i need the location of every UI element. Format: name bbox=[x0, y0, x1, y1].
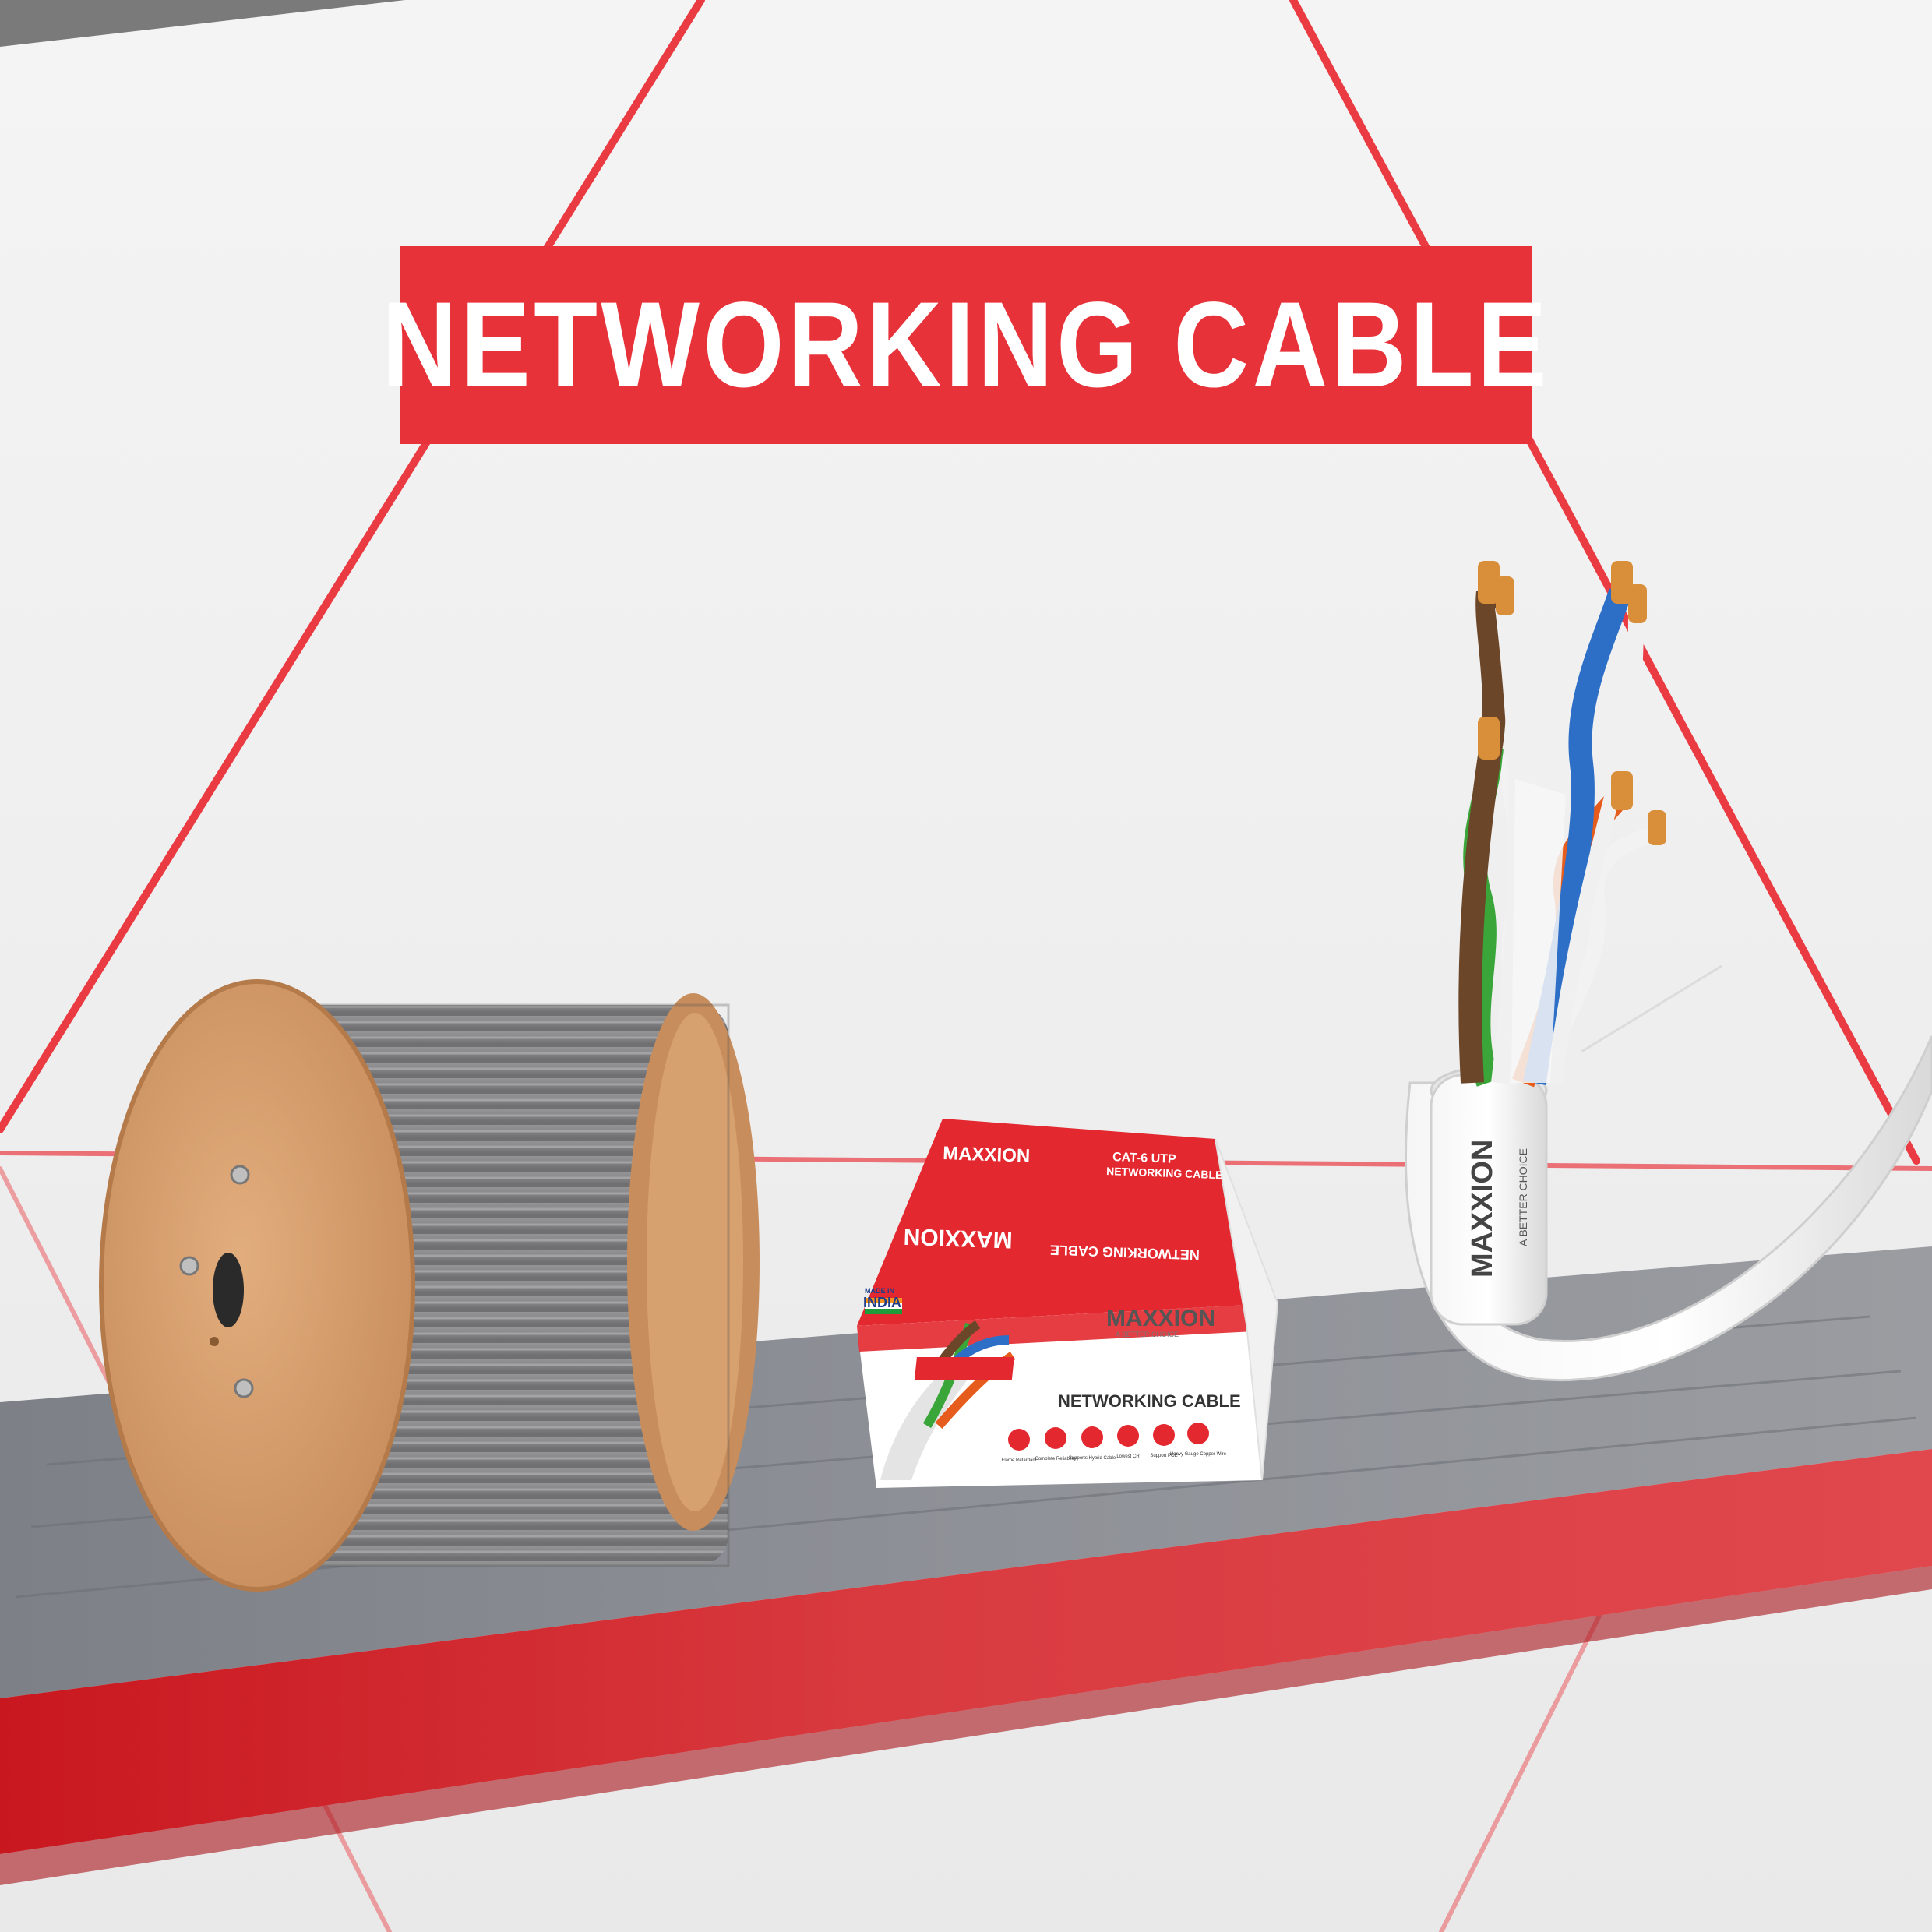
box-top-name: NETWORKING CABLE bbox=[1106, 1165, 1223, 1181]
shelf-front bbox=[0, 1449, 1932, 1854]
feature-copper: Heavy Gauge Copper Wire bbox=[1170, 1452, 1227, 1457]
feature-hybrid: Supports Hybrid Cable bbox=[1069, 1456, 1116, 1461]
title-banner-bg bbox=[400, 246, 1532, 444]
page-title: NETWORKING CABLE bbox=[382, 277, 1550, 413]
cable-end bbox=[1404, 561, 1932, 1381]
feature-poe: Support POE bbox=[1150, 1454, 1177, 1458]
cable-spool bbox=[99, 979, 760, 1592]
corner-shadow bbox=[0, 0, 405, 47]
box-made-in: MADE IN bbox=[865, 1287, 894, 1295]
box-made-in-country: INDIA bbox=[863, 1295, 901, 1310]
feature-reliability: Complete Reliability bbox=[1035, 1457, 1076, 1461]
box-top-brand-flipped: MAXXION bbox=[903, 1223, 1013, 1253]
title-banner: NETWORKING CABLE bbox=[382, 246, 1546, 444]
product-box bbox=[857, 1119, 1279, 1488]
box-top-brand: MAXXION bbox=[943, 1143, 1031, 1167]
feature-cr: Lowest CR bbox=[1116, 1454, 1140, 1459]
spool-flange bbox=[101, 982, 413, 1589]
feature-flame: Flame Retardant bbox=[1002, 1458, 1037, 1463]
box-front-tagline: A BETTER CHOICE bbox=[1116, 1331, 1179, 1338]
box-top-line: CAT-6 UTP bbox=[1112, 1151, 1176, 1166]
cable-print-tagline: A BETTER CHOICE bbox=[1517, 1148, 1529, 1246]
box-front-brand: MAXXION bbox=[1106, 1306, 1215, 1331]
box-front-line: CAT-6 UTP bbox=[1064, 1359, 1159, 1380]
cable-print-brand: MAXXION bbox=[1466, 1140, 1499, 1278]
box-top bbox=[857, 1119, 1278, 1326]
box-front-name: NETWORKING CABLE bbox=[1058, 1391, 1241, 1411]
spool-hole bbox=[213, 1253, 244, 1327]
